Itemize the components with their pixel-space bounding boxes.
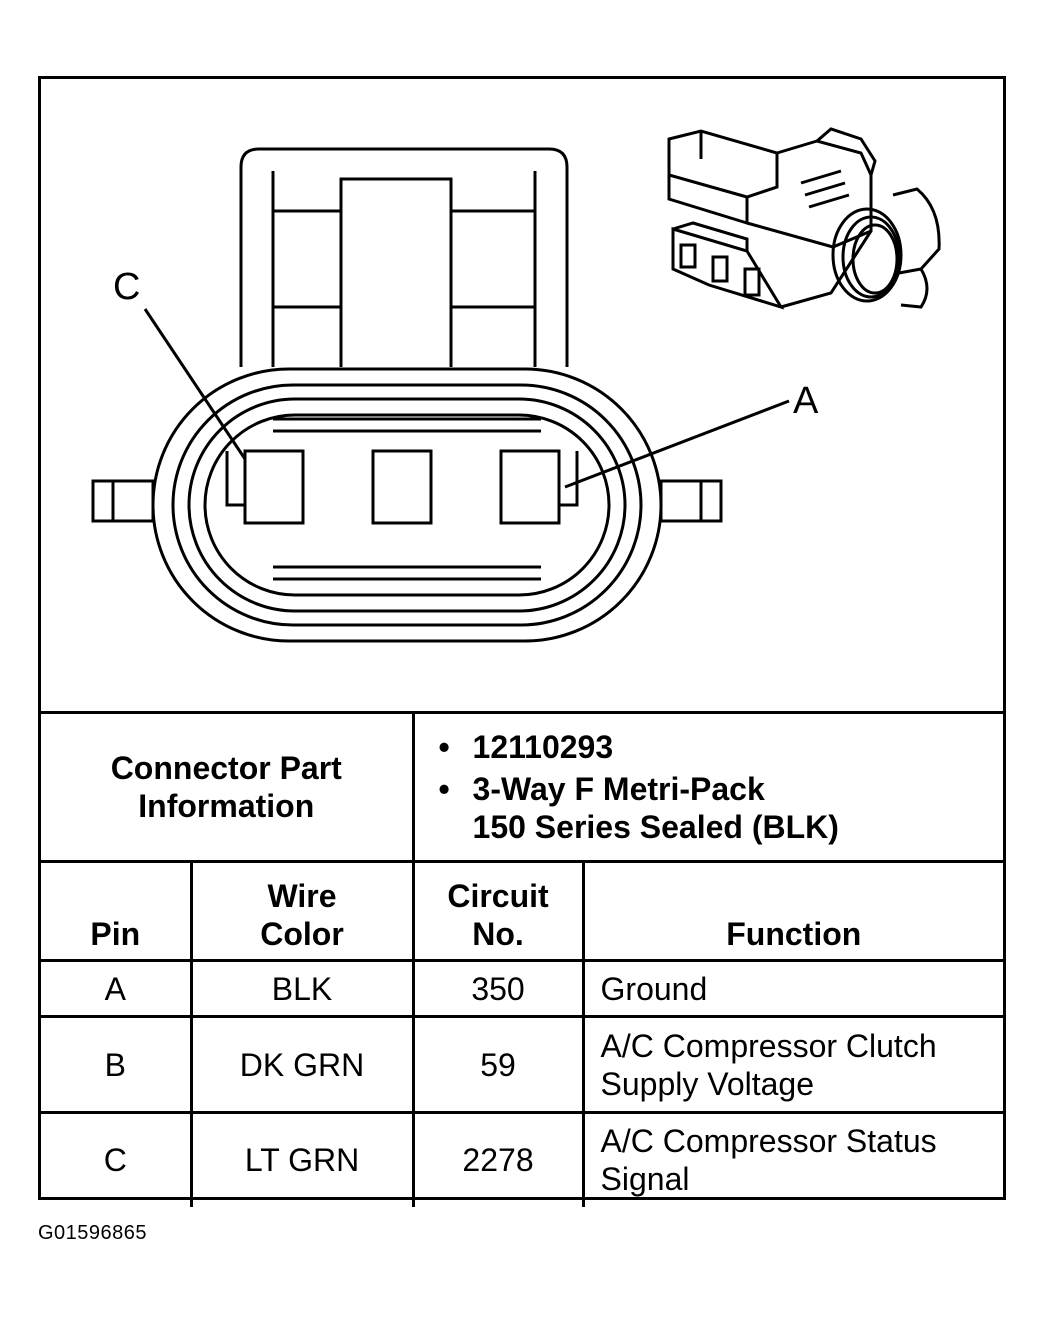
connector-diagram: C A — [91, 127, 941, 643]
callout-label-c: C — [113, 266, 140, 308]
connector-iso-sketch — [667, 127, 941, 310]
wire-color-cell: BLK — [189, 959, 415, 1018]
connector-info-row: Connector Part Information 12110293 3-Wa… — [41, 712, 1004, 863]
side-tab-left — [91, 479, 155, 523]
connector-shell-ring-2 — [171, 383, 643, 627]
pin-cavity-c — [243, 449, 305, 525]
header-pin: Pin — [41, 860, 193, 962]
connector-part-number: 12110293 — [439, 728, 1004, 766]
function-cell: Ground — [581, 959, 1004, 1018]
latch-t-shape — [273, 177, 535, 213]
connector-pinout-table: Connector Part Information 12110293 3-Wa… — [41, 711, 1004, 1207]
circuit-cell: 59 — [411, 1015, 585, 1114]
seal-line-bottom — [273, 565, 541, 581]
wire-color-cell: LT GRN — [189, 1111, 415, 1207]
header-function: Function — [581, 860, 1004, 962]
connector-shell-ring-3 — [187, 397, 627, 613]
pin-cell: B — [41, 1015, 193, 1114]
wire-color-cell: DK GRN — [189, 1015, 415, 1114]
table-row: A BLK 350 Ground — [41, 959, 1004, 1018]
figure-id: G01596865 — [38, 1222, 148, 1244]
latch-t-stem — [339, 179, 453, 367]
connector-seal — [203, 413, 611, 597]
circuit-cell: 350 — [411, 959, 585, 1018]
callout-line-c — [143, 308, 247, 460]
latch-housing — [239, 147, 569, 367]
connector-info-label: Connector Part Information — [41, 712, 415, 863]
diagram-frame: C A Connector Part Information 12110293 … — [38, 76, 1006, 1207]
pin-cell: C — [41, 1111, 193, 1207]
pin-cell: A — [41, 959, 193, 1018]
callout-line-a — [564, 399, 790, 489]
circuit-cell: 2278 — [411, 1111, 585, 1207]
seal-line-top — [273, 417, 541, 433]
pin-cavity-b — [371, 449, 433, 525]
side-tab-right — [659, 479, 723, 523]
pin-cavity-a — [499, 449, 561, 525]
callout-label-a: A — [793, 380, 819, 422]
